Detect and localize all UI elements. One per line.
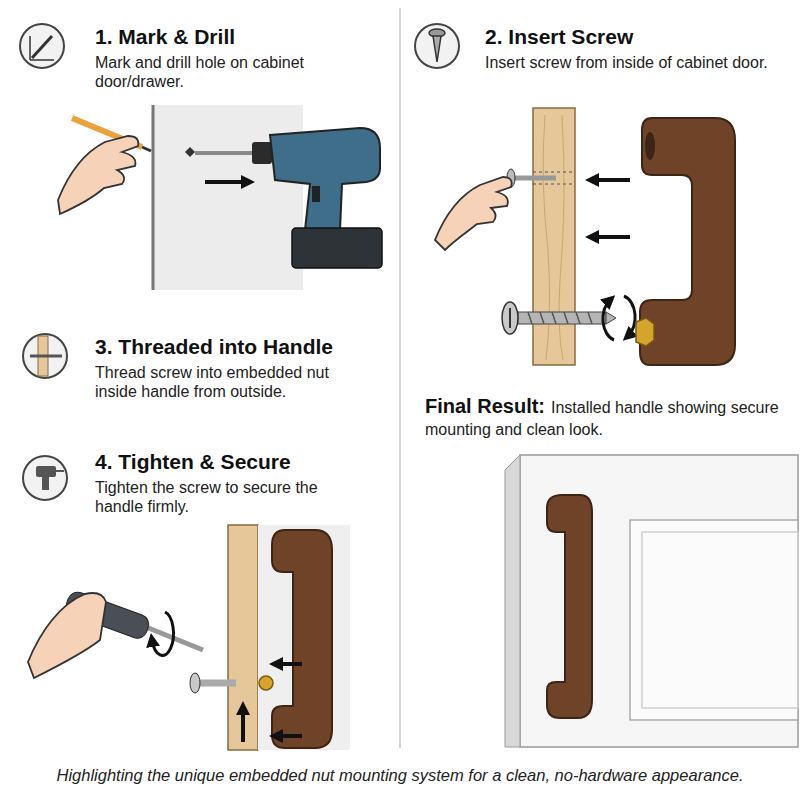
direction-arrow: [592, 235, 630, 239]
step-heading: 2. Insert Screw: [485, 25, 785, 49]
rotation-arrow: [152, 612, 173, 655]
cabinet-door: [520, 455, 798, 747]
icon-drill-grip: [42, 477, 49, 490]
step-heading: 1. Mark & Drill: [95, 25, 370, 49]
hand: [435, 177, 512, 250]
icon-screw: [30, 355, 62, 358]
step-panel: 3. Threaded into HandleThread screw into…: [95, 335, 370, 404]
step-icon: [415, 24, 459, 68]
icon-circle: [23, 334, 67, 378]
hand: [58, 136, 138, 214]
drill-battery: [292, 228, 382, 268]
icon-drill-bit: [56, 470, 64, 472]
direction-arrow: [276, 662, 302, 666]
rotation-arrow: [603, 300, 614, 340]
rotation-arrow: [624, 296, 635, 336]
step-description: Insert screw from inside of cabinet door…: [485, 53, 785, 72]
panel-edge: [152, 105, 155, 290]
drill-body: [270, 128, 380, 230]
step-icon: [23, 334, 67, 378]
screw-shaft: [198, 680, 236, 687]
direction-arrow: [241, 708, 245, 742]
step-icon: [23, 456, 67, 500]
icon-circle: [415, 24, 459, 68]
screw-thread: [528, 312, 592, 324]
hole-outline: [533, 172, 575, 173]
icon-screw-shaft: [433, 36, 441, 62]
door-edge: [505, 455, 520, 747]
step-description: Tighten the screw to secure the handle f…: [95, 478, 360, 516]
step-icon: [20, 24, 64, 68]
drill-chuck: [252, 142, 272, 164]
result-panel: Final Result:Installed handle showing se…: [425, 393, 787, 443]
caption: Highlighting the unique embedded nut mou…: [0, 766, 800, 785]
embedded-nut: [259, 676, 273, 690]
drill-trigger: [312, 186, 320, 202]
icon-drill-body: [36, 466, 56, 477]
step-description: Thread screw into embedded nut inside ha…: [95, 363, 370, 401]
wood-board: [533, 108, 575, 365]
direction-arrow: [205, 180, 248, 184]
screw-shaft: [518, 312, 606, 324]
step-heading: Final Result:: [425, 395, 545, 417]
screw-tip: [606, 312, 616, 324]
icon-circle: [20, 24, 64, 68]
step-panel: 4. Tighten & SecureTighten the screw to …: [95, 450, 360, 519]
cabinet-panel: [258, 525, 350, 750]
screw-slot: [509, 308, 511, 328]
direction-arrow: [276, 734, 302, 738]
door-panel: [630, 520, 798, 720]
icon-ruler: [30, 59, 54, 61]
screw-shaft: [512, 176, 556, 181]
embedded-nut: [636, 318, 654, 346]
step-heading: 4. Tighten & Secure: [95, 450, 360, 474]
handle-hole: [645, 132, 655, 160]
wood-board: [228, 525, 258, 750]
wooden-handle: [272, 530, 332, 748]
step-heading: 3. Threaded into Handle: [95, 335, 370, 359]
hole-outline: [533, 184, 575, 185]
drill-bit: [195, 151, 253, 155]
step-description: Mark and drill hole on cabinet door/draw…: [95, 53, 370, 91]
door-panel-bevel: [642, 532, 798, 708]
icon-circle: [23, 456, 67, 500]
wooden-handle: [547, 495, 592, 718]
direction-arrow: [592, 178, 630, 182]
cabinet-panel: [153, 105, 303, 290]
pencil-tip: [142, 147, 151, 151]
screw-head: [190, 673, 200, 693]
icon-ruler: [29, 36, 31, 60]
icon-pencil: [32, 36, 52, 58]
column-divider: [399, 8, 401, 748]
screw-head: [502, 302, 518, 334]
step-panel: 2. Insert ScrewInsert screw from inside …: [485, 25, 785, 75]
drill-mark: [185, 147, 195, 157]
step-panel: 1. Mark & DrillMark and drill hole on ca…: [95, 25, 370, 94]
hand: [28, 593, 106, 678]
